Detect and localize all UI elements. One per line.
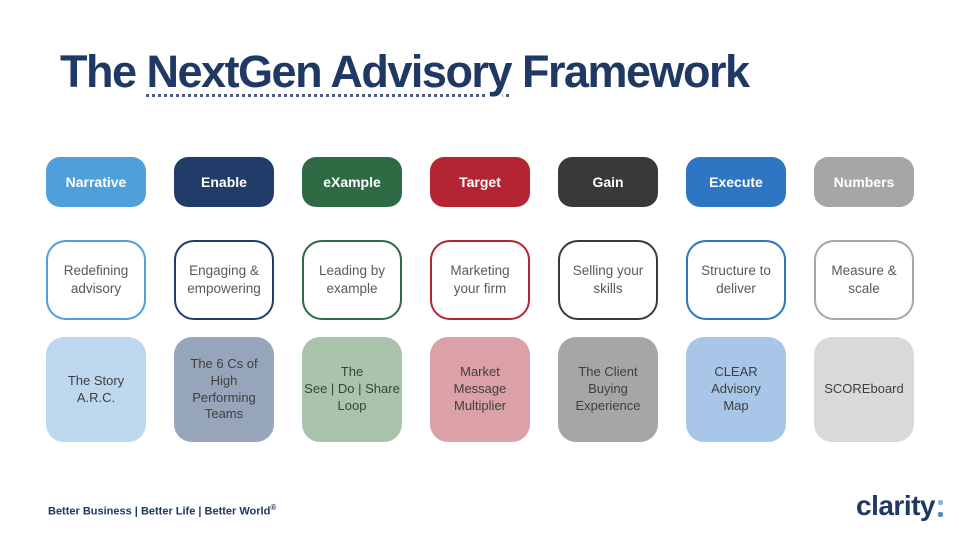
- title-prefix: The: [60, 46, 137, 97]
- clarity-logo: clarity: [856, 492, 943, 520]
- fill-card-example: The See | Do | Share Loop: [302, 337, 402, 442]
- logo-dot-top: [938, 500, 943, 505]
- fill-card-narrative: The Story A.R.C.: [46, 337, 146, 442]
- pill-target: Target: [430, 157, 530, 207]
- pill-gain: Gain: [558, 157, 658, 207]
- pill-execute: Execute: [686, 157, 786, 207]
- fill-card-numbers: SCOREboard: [814, 337, 914, 442]
- tagline-text: Better Business | Better Life | Better W…: [48, 505, 271, 518]
- clarity-logo-text: clarity: [856, 490, 936, 521]
- outline-card-numbers: Measure & scale: [814, 240, 914, 320]
- title-highlight: NextGen Advisory: [146, 46, 513, 97]
- pill-enable: Enable: [174, 157, 274, 207]
- pill-narrative: Narrative: [46, 157, 146, 207]
- fill-card-target: Market Message Multiplier: [430, 337, 530, 442]
- pill-numbers: Numbers: [814, 157, 914, 207]
- fill-card-enable: The 6 Cs of High Performing Teams: [174, 337, 274, 442]
- outline-card-gain: Selling your skills: [558, 240, 658, 320]
- registered-trademark: ®: [270, 503, 277, 512]
- clarity-logo-dots-icon: [938, 500, 943, 520]
- outline-card-enable: Engaging & empowering: [174, 240, 274, 320]
- outline-card-narrative: Redefining advisory: [46, 240, 146, 320]
- outline-card-target: Marketing your firm: [430, 240, 530, 320]
- outline-card-execute: Structure to deliver: [686, 240, 786, 320]
- pill-row: Narrative Enable eXample Target Gain Exe…: [46, 157, 914, 207]
- fill-card-gain: The Client Buying Experience: [558, 337, 658, 442]
- footer-tagline: Better Business | Better Life | Better W…: [48, 503, 276, 518]
- pill-example: eXample: [302, 157, 402, 207]
- title-suffix: Framework: [521, 46, 750, 97]
- outline-card-example: Leading by example: [302, 240, 402, 320]
- fill-card-row: The Story A.R.C. The 6 Cs of High Perfor…: [46, 337, 914, 442]
- fill-card-execute: CLEAR Advisory Map: [686, 337, 786, 442]
- outline-card-row: Redefining advisory Engaging & empowerin…: [46, 240, 914, 320]
- logo-dot-bottom: [938, 512, 943, 517]
